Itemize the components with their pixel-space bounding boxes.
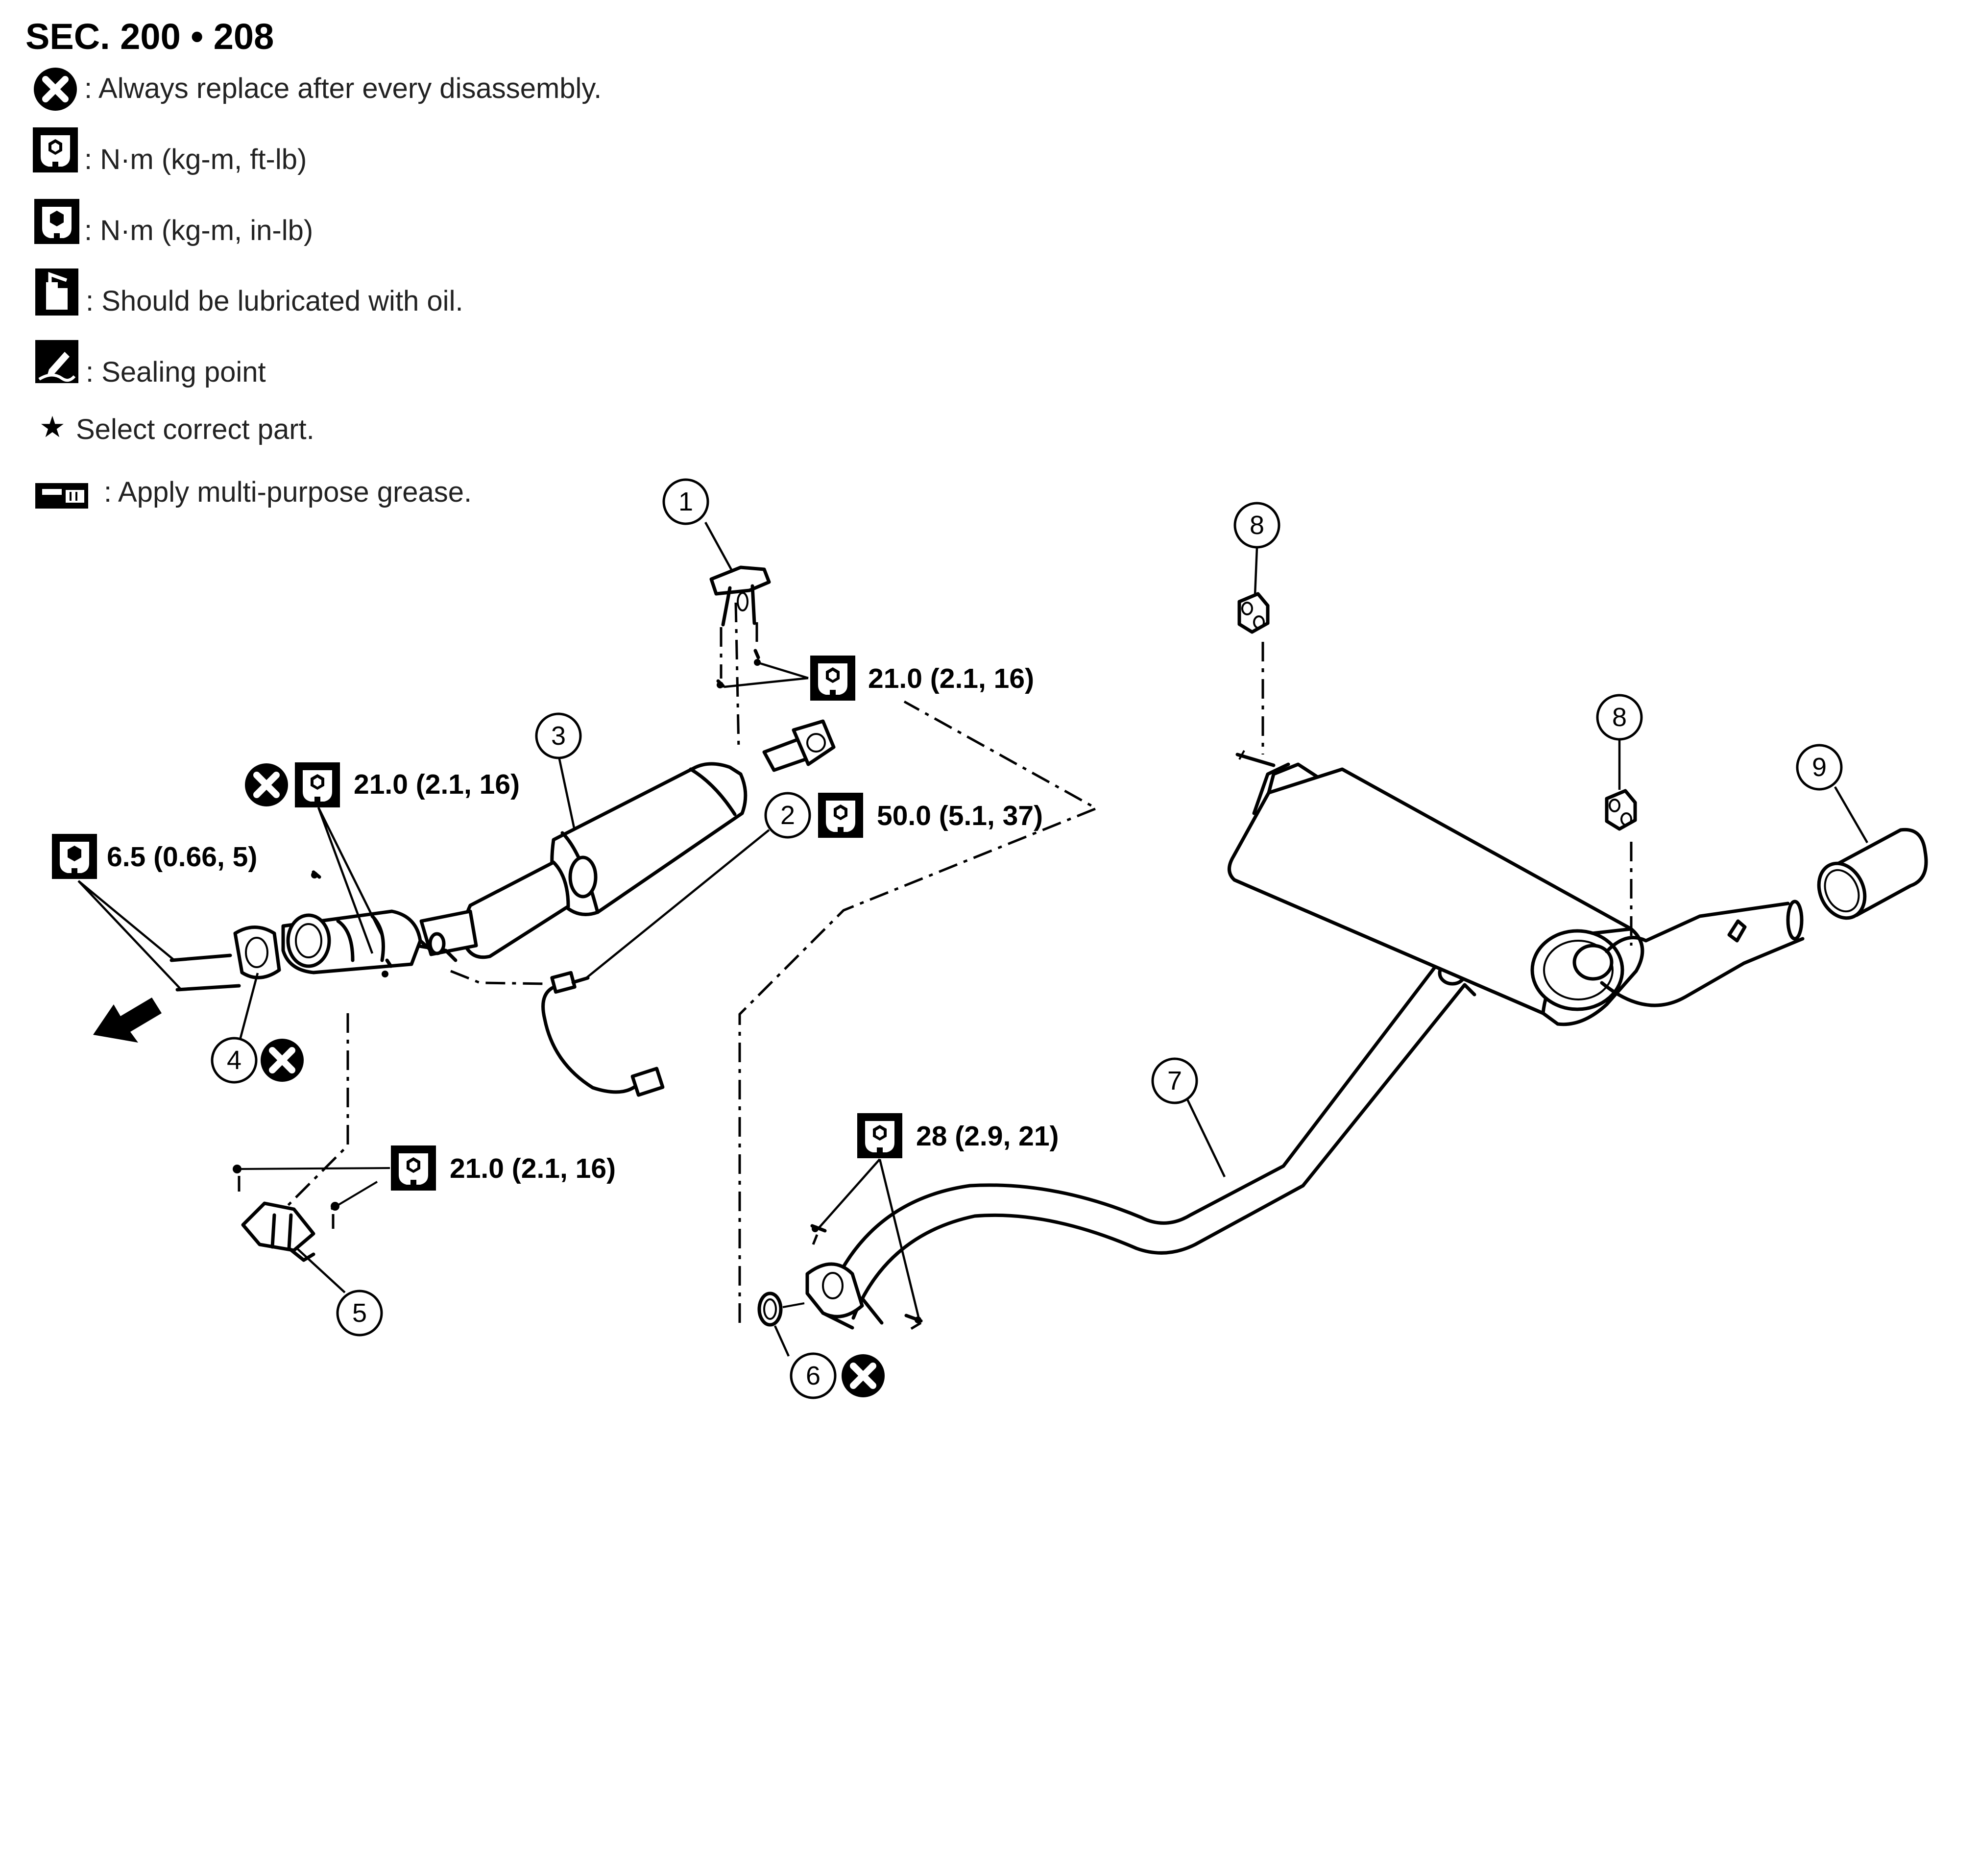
callout-3: 3 (535, 712, 582, 828)
callout-1-number: 1 (678, 487, 693, 516)
legend-text-star: Select correct part. (76, 414, 314, 445)
callout-2-number: 2 (780, 801, 795, 830)
torque-value-t6: 28 (2.9, 21) (916, 1121, 1059, 1152)
torque-wrench-inlb-icon (52, 834, 97, 879)
part-1-bracket (709, 565, 771, 750)
callout-6: 6 (773, 1325, 885, 1398)
callout-8-upper: 8 (1233, 502, 1280, 595)
legend-text-ftlb: : N·m (kg-m, ft-lb) (84, 144, 307, 175)
muffler (1228, 750, 1805, 1026)
legend-text-inlb: : N·m (kg-m, in-lb) (84, 215, 313, 246)
part-5-mount (233, 1013, 390, 1262)
front-direction-arrow (93, 998, 162, 1043)
callout-1: 1 (662, 478, 734, 573)
replace-x-icon (261, 1039, 304, 1082)
part-3-center-tube (414, 719, 836, 962)
legend-text-sealing: : Sealing point (86, 356, 266, 388)
torque-spec-t3: 50.0 (5.1, 37) (818, 793, 1043, 838)
legend-text-grease: : Apply multi-purpose grease. (104, 476, 472, 508)
callout-9: 9 (1796, 744, 1868, 844)
oil-can-icon (35, 268, 78, 316)
replace-x-icon (245, 763, 288, 806)
torque-value-t4: 6.5 (0.66, 5) (107, 841, 257, 873)
part-9-finisher (1817, 828, 1928, 920)
part-8-mount-upper (1237, 592, 1270, 755)
sealing-pen-icon (35, 340, 78, 383)
torque-wrench-ftlb-icon (33, 127, 78, 172)
callout-3-number: 3 (551, 721, 566, 751)
callout-9-number: 9 (1812, 753, 1827, 782)
replace-x-icon (34, 68, 77, 111)
torque-value-t3: 50.0 (5.1, 37) (877, 800, 1043, 831)
part-2-oxygen-sensor (418, 932, 665, 1097)
torque-wrench-ftlb-icon (818, 793, 863, 838)
callout-5-number: 5 (352, 1298, 367, 1328)
torque-spec-t6: 28 (2.9, 21) (817, 1113, 1059, 1319)
callout-4-number: 4 (227, 1046, 241, 1075)
callout-7: 7 (1151, 1057, 1226, 1177)
torque-value-t5: 21.0 (2.1, 16) (450, 1153, 616, 1184)
torque-wrench-ftlb-icon (391, 1145, 436, 1191)
callout-5: 5 (295, 1246, 383, 1337)
grease-icon (35, 483, 88, 509)
torque-wrench-ftlb-icon (810, 656, 855, 701)
replace-x-icon (842, 1354, 885, 1397)
front-pipe (169, 870, 422, 992)
torque-spec-t2: 21.0 (2.1, 16) (245, 762, 520, 954)
callout-2: 2 (583, 792, 811, 981)
section-number: SEC. 200 • 208 (25, 16, 274, 57)
torque-spec-t1: 21.0 (2.1, 16) (724, 656, 1034, 701)
torque-wrench-inlb-icon (34, 199, 79, 244)
torque-value-t2: 21.0 (2.1, 16) (354, 769, 520, 800)
legend-text-replace: : Always replace after every disassembly… (84, 73, 602, 104)
star-icon: ★ (39, 410, 66, 444)
callout-7-number: 7 (1167, 1066, 1182, 1096)
callout-4: 4 (211, 973, 304, 1082)
torque-value-t1: 21.0 (2.1, 16) (868, 663, 1034, 694)
legend-text-oil: : Should be lubricated with oil. (86, 285, 463, 317)
part-6-gasket (738, 700, 1099, 1327)
torque-spec-t4: 6.5 (0.66, 5) (52, 834, 257, 991)
callout-8-lower-number: 8 (1612, 703, 1627, 732)
torque-wrench-ftlb-icon (857, 1113, 902, 1158)
legend: : Always replace after every disassembly… (33, 68, 602, 509)
callout-6-number: 6 (806, 1361, 821, 1390)
callout-8-upper-number: 8 (1250, 511, 1264, 540)
part-8-mount-lower (1605, 789, 1637, 946)
torque-spec-t5: 21.0 (2.1, 16) (391, 1145, 616, 1191)
callout-8-lower: 8 (1596, 694, 1643, 790)
torque-wrench-ftlb-icon (295, 762, 340, 807)
